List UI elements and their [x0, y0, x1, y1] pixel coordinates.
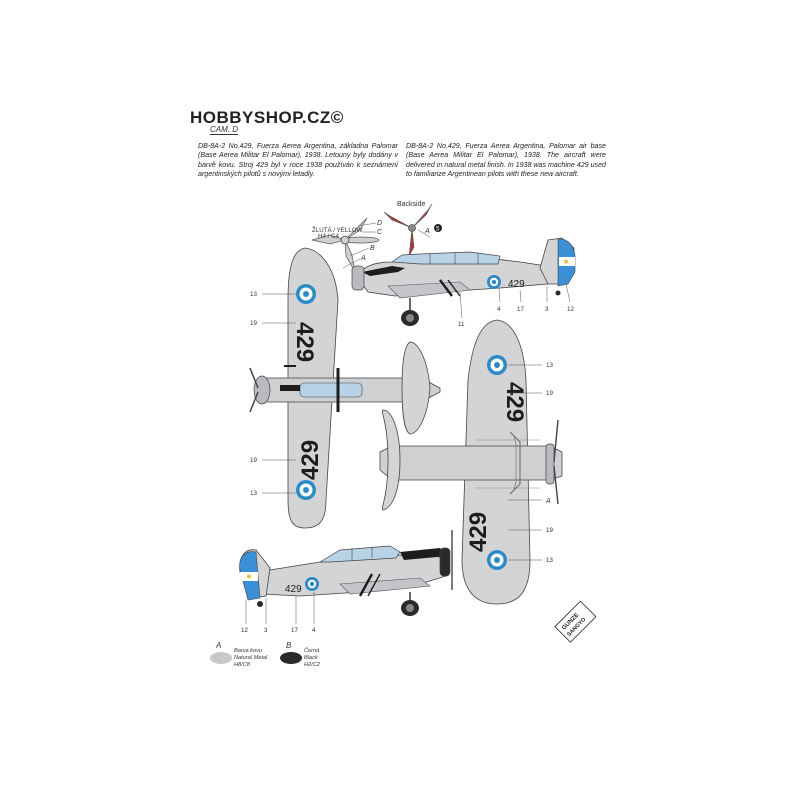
- copyright-mark: ©: [330, 108, 344, 127]
- callout-b: B: [370, 245, 375, 252]
- propeller-color-note-2: H4 / C4: [318, 233, 340, 240]
- callout-13-lower-a: 13: [546, 362, 553, 369]
- callout-4-bottom: 4: [312, 627, 316, 634]
- callout-12-bottom: 12: [241, 627, 248, 634]
- plan-lower-code-top: 429: [501, 382, 528, 422]
- hobbyshop-logo: HOBBYSHOP.CZ©: [190, 108, 344, 128]
- legend-a-swatch: [210, 652, 232, 664]
- callout-a-back: A: [424, 228, 430, 235]
- plan-upper-code-bottom: 429: [297, 440, 324, 480]
- scheme-label: CAM. D: [210, 125, 238, 135]
- callout-3-top: 3: [545, 306, 549, 313]
- propeller-back-view: [383, 203, 433, 257]
- backside-label: Backside: [397, 201, 426, 208]
- propeller-front-view: [311, 217, 380, 273]
- side-profile-top: [351, 237, 576, 326]
- description-czech: DB-8A-2 No.429, Fuerza Aerea Argentina, …: [198, 142, 398, 179]
- callout-a-prop: A: [360, 255, 366, 262]
- callout-13-upper-a: 13: [250, 291, 257, 298]
- legend-b-line1: Černá: [304, 647, 319, 654]
- side-profile-bottom: [239, 530, 453, 616]
- legend-b-letter: B: [286, 641, 292, 650]
- callout-17-top: 17: [517, 306, 524, 313]
- plan-view-lower: [379, 319, 563, 605]
- description-english: DB-8A-2 No.429, Fuerza Aerea Argentina, …: [406, 142, 606, 179]
- callout-11: 11: [458, 321, 465, 328]
- legend-b-swatch: [280, 652, 302, 664]
- callout-17-bottom: 17: [291, 627, 298, 634]
- side-bottom-code: 429: [285, 584, 302, 595]
- callout-a-lower: A: [545, 498, 551, 505]
- legend-a-line1: Barva kovu: [234, 648, 262, 654]
- legend-b-line3: H2/C2: [304, 662, 321, 668]
- callout-13-lower-b: 13: [546, 557, 553, 564]
- callout-19-upper-b: 19: [250, 457, 257, 464]
- plan-lower-code-bottom: 429: [465, 512, 492, 552]
- legend-a-line3: H8/C8: [234, 662, 251, 668]
- plan-upper-code-top: 429: [291, 322, 318, 362]
- callout-3-bottom: 3: [264, 627, 268, 634]
- callout-c: C: [377, 229, 383, 236]
- callout-5-marker: [434, 224, 442, 232]
- logo-text: HOBBYSHOP.CZ: [190, 108, 331, 127]
- propeller-color-note-1: ŽLUTÁ / YELLOW: [312, 226, 363, 234]
- color-legend: A Barva kovu Natural Metal H8/C8 B Černá…: [210, 641, 321, 668]
- legend-b-line2: Black: [304, 655, 319, 661]
- plan-view-upper: [249, 247, 441, 529]
- callout-12-top: 12: [567, 306, 574, 313]
- callout-19-lower-b: 19: [546, 527, 553, 534]
- gunze-sangyo-logo: GUNZE SANGYO: [554, 600, 597, 643]
- side-top-code: 429: [508, 279, 525, 290]
- callout-13-upper-b: 13: [250, 490, 257, 497]
- callout-4-top: 4: [497, 306, 501, 313]
- legend-a-line2: Natural Metal: [234, 655, 268, 661]
- callout-d: D: [377, 220, 382, 227]
- callout-19-upper-a: 19: [250, 320, 257, 327]
- callout-5: 5: [436, 227, 440, 233]
- callout-19-lower-a: 19: [546, 390, 553, 397]
- legend-a-letter: A: [215, 641, 221, 650]
